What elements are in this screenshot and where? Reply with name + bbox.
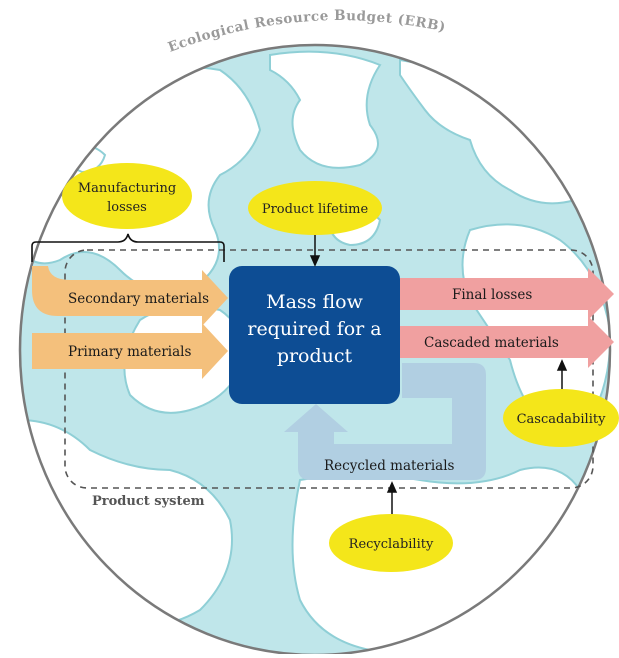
center-line-2: required for a <box>247 318 381 340</box>
recycled-materials-arrow: Recycled materials <box>284 363 486 480</box>
center-line-3: product <box>277 345 353 367</box>
cascadability-connector-head <box>556 359 568 371</box>
manufacturing-losses-ellipse: Manufacturing losses <box>62 163 192 229</box>
secondary-materials-label: Secondary materials <box>68 291 209 307</box>
product-system-label: Product system <box>92 494 205 509</box>
primary-materials-label: Primary materials <box>68 344 191 360</box>
cascadability-ellipse: Cascadability <box>503 389 619 447</box>
mass-flow-box: Mass flow required for a product <box>229 266 400 404</box>
center-line-1: Mass flow <box>266 291 363 313</box>
recyclability-connector-head <box>386 481 398 493</box>
final-losses-label: Final losses <box>452 287 532 303</box>
product-system-boundary <box>64 249 594 489</box>
product-lifetime-ellipse: Product lifetime <box>248 181 382 235</box>
manufacturing-bracket <box>31 233 225 262</box>
recyclability-ellipse: Recyclability <box>329 514 453 572</box>
primary-materials-arrow: Primary materials <box>32 323 228 379</box>
manufacturing-line-2: losses <box>107 200 147 215</box>
product-lifetime-label: Product lifetime <box>262 202 369 217</box>
recycled-materials-label: Recycled materials <box>324 458 455 474</box>
cascaded-materials-arrow: Cascaded materials <box>400 316 614 368</box>
secondary-materials-arrow: Secondary materials <box>32 266 228 326</box>
lifetime-connector-head <box>309 255 321 267</box>
connector-arrows <box>309 233 568 518</box>
final-losses-arrow: Final losses <box>400 268 614 320</box>
cascadability-label: Cascadability <box>517 412 606 427</box>
manufacturing-line-1: Manufacturing <box>78 181 176 196</box>
cascaded-materials-label: Cascaded materials <box>424 335 559 351</box>
recyclability-label: Recyclability <box>349 537 434 552</box>
